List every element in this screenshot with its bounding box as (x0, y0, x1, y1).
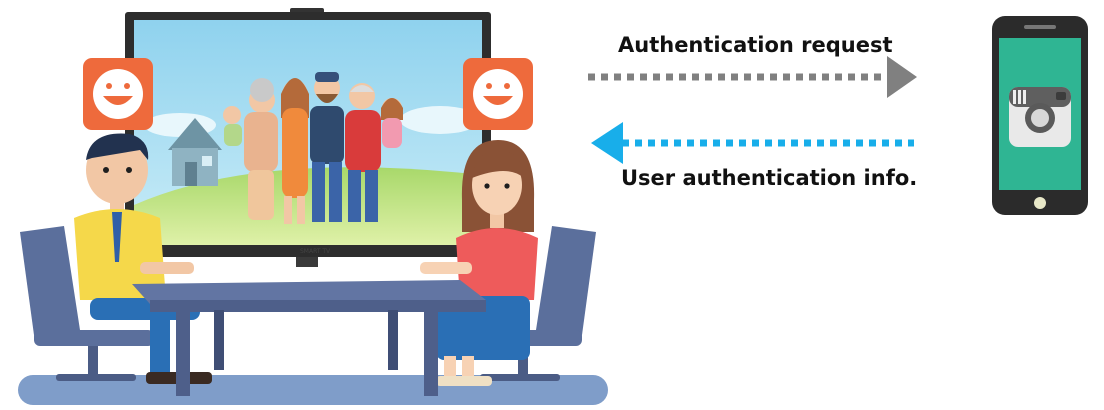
smiley-app-icon-left (83, 58, 153, 130)
house-icon (168, 118, 222, 186)
authentication-info-arrow (591, 122, 914, 164)
arrowhead-left-icon (591, 122, 623, 164)
tv-brand-label: SMART TV (300, 248, 331, 255)
authentication-request-arrow (588, 56, 917, 98)
smiley-app-icon-right (463, 58, 533, 130)
authentication-request-label: Authentication request (618, 33, 893, 57)
chair-left (20, 226, 154, 381)
user-authentication-info-label: User authentication info. (621, 166, 918, 190)
camera-icon (1009, 87, 1071, 147)
family-illustration (223, 72, 403, 224)
smart-tv: SMART TV (125, 8, 491, 267)
smartphone (992, 16, 1088, 215)
arrowhead-right-icon (887, 56, 917, 98)
conference-table (132, 280, 486, 396)
